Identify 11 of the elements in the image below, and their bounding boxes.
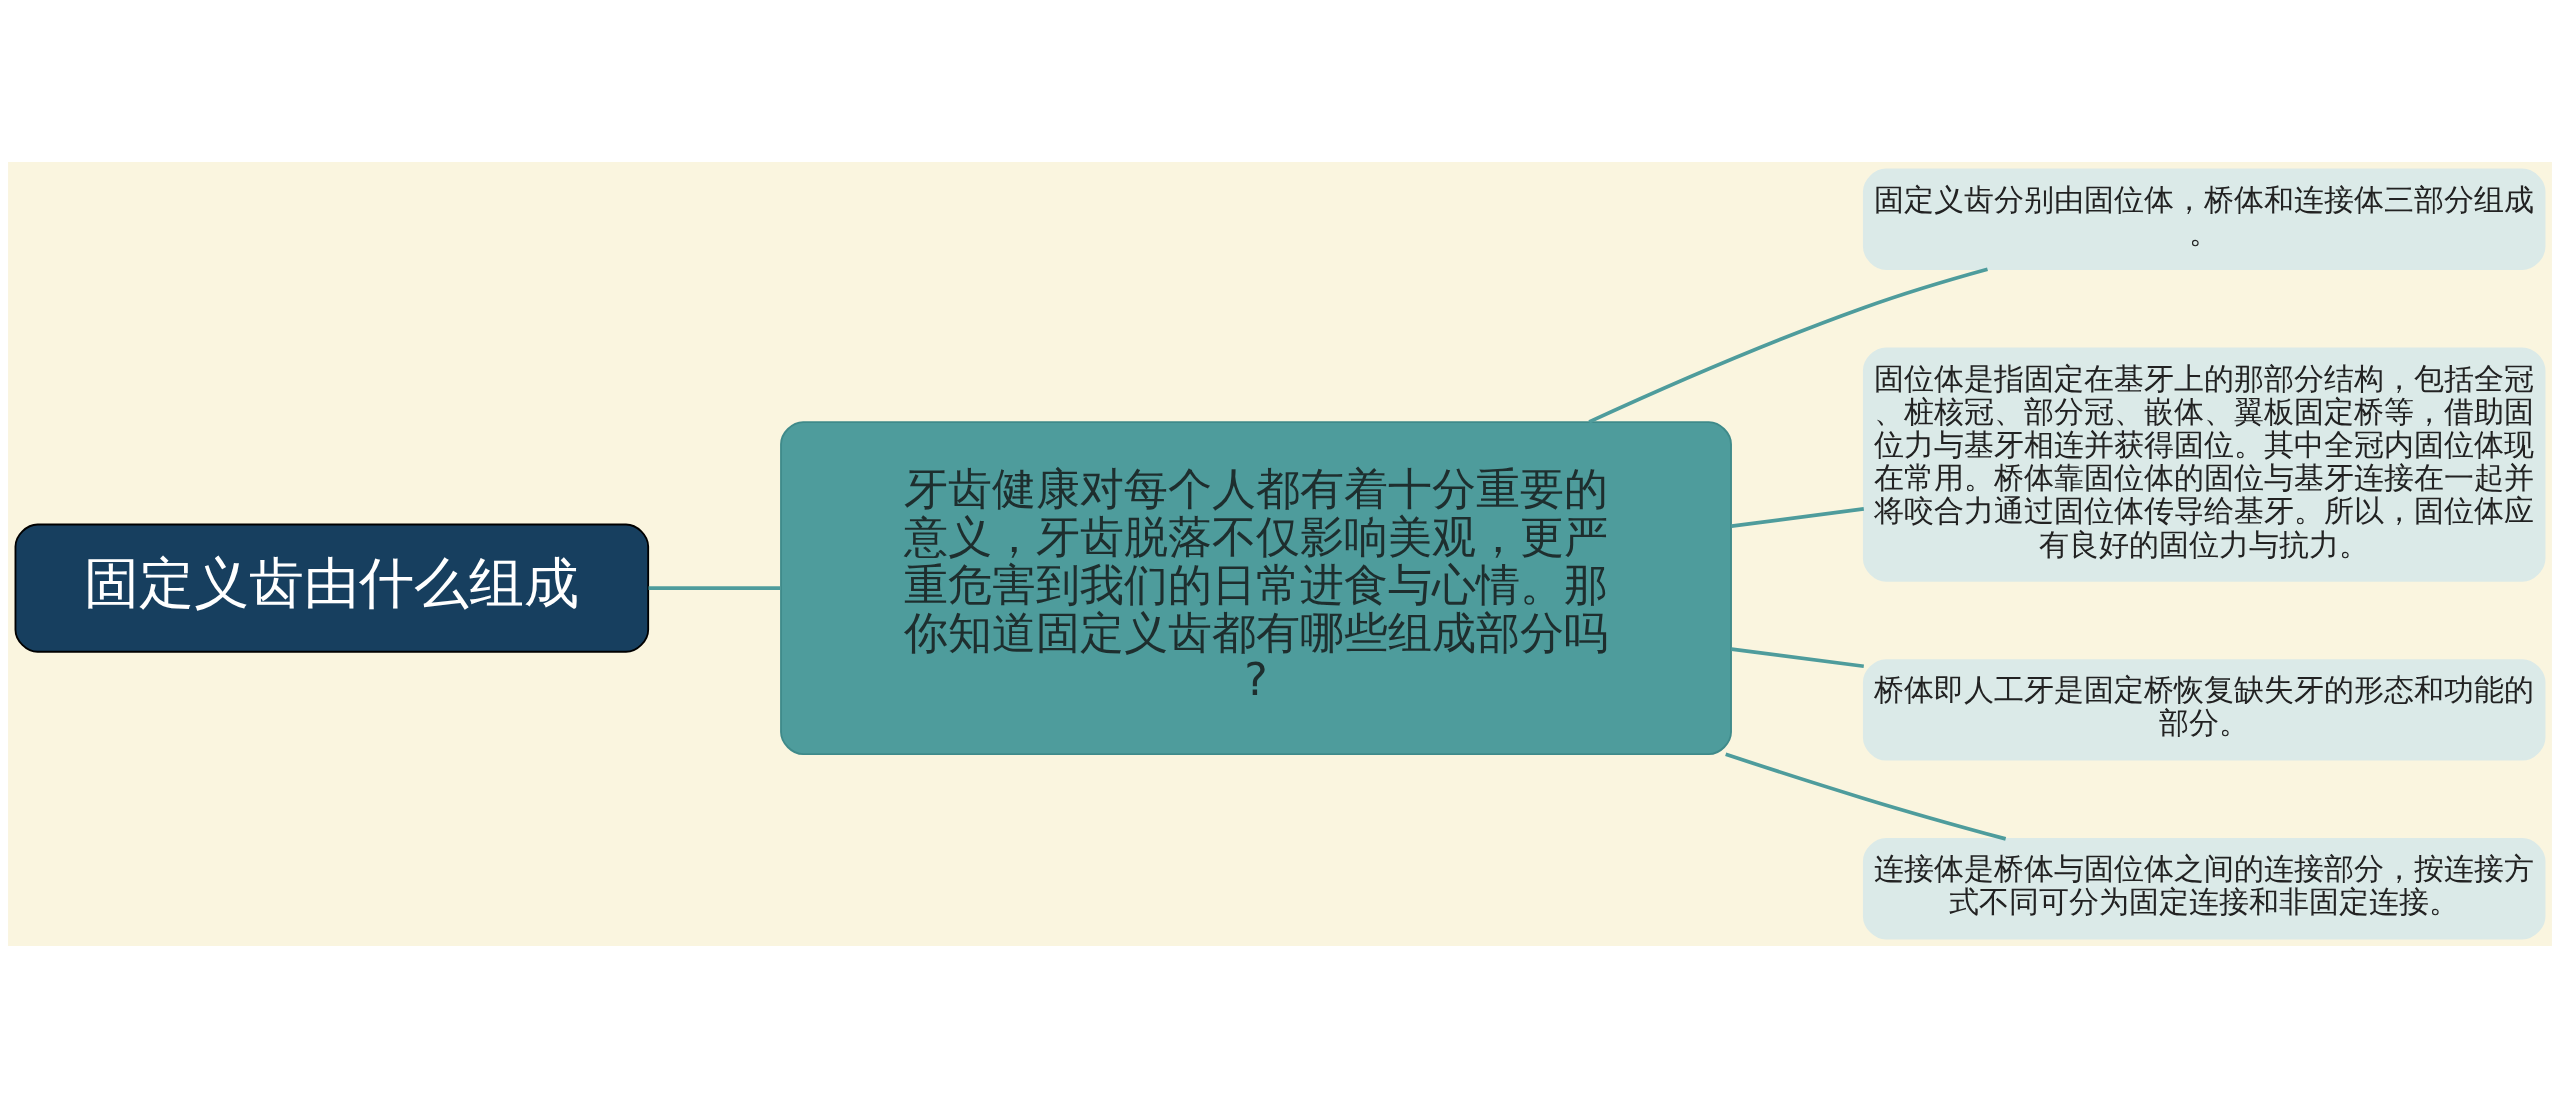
node-box: 固定义齿由什么组成 [14, 523, 650, 653]
node-box: 桥体即人工牙是固定桥恢复缺失牙的形态和功能的部分。 [1862, 658, 2546, 761]
connector [1725, 752, 2007, 841]
connector [1731, 646, 1865, 668]
node-box: 固定义齿分别由固位体，桥体和连接体三部分组成。 [1862, 167, 2546, 270]
node-box: 牙齿健康对每个人都有着十分重要的意义，牙齿脱落不仅影响美观，更严重危害到我们的日常进食与心情。那你知道固定义齿都有哪些组成部分吗? [780, 420, 1732, 755]
connector [1588, 266, 1988, 424]
node-box: 固位体是指固定在基牙上的那部分结构，包括全冠、桩核冠、部分冠、嵌体、翼板固定桥等，借助固位力与基牙相连并获得固位。其中全冠内固位体现在常用。桥体靠固位体的固位与基牙连接在一起并将咬合力通过固位体传导给基牙。所以，固位体应有良好的固位力与抗力。 [1862, 346, 2546, 582]
connector [1731, 506, 1865, 528]
connector [648, 585, 781, 590]
node-box: 连接体是桥体与固位体之间的连接部分，按连接方式不同可分为固定连接和非固定连接。 [1862, 837, 2546, 940]
